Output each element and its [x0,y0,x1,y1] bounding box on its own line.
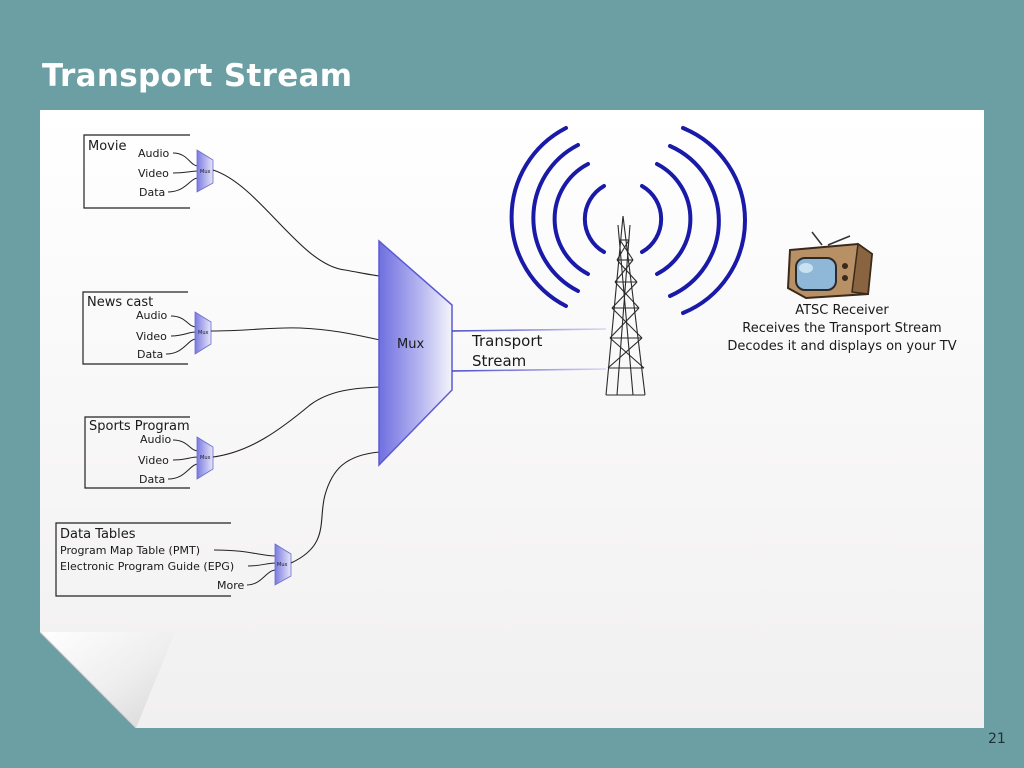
source-group-movie: Movie Audio Video Data Mux [83,134,381,277]
small-mux-label: Mux [200,169,210,175]
transport-label-line2: Stream [472,352,526,370]
stream-label-data: Data [139,473,165,486]
stream-line [167,177,199,193]
stream-line [172,456,199,461]
stream-line [170,331,197,337]
main-mux-shape [378,239,453,467]
small-mux [274,543,292,586]
small-mux [196,436,214,480]
stream-line [172,152,199,167]
source-title: Sports Program [89,419,190,434]
small-mux-label: Mux [198,330,208,336]
stream-line [246,569,277,586]
small-mux-label: Mux [200,455,210,461]
bracket [84,416,190,489]
tv-icon [786,231,874,300]
small-mux [196,149,214,193]
bracket [83,134,190,209]
source-title: Movie [88,139,126,154]
stream-label-audio: Audio [138,147,170,160]
signal-waves-icon [509,126,747,315]
transport-stream-link: Transport Stream [451,328,607,372]
main-mux-label: Mux [397,337,424,352]
stream-line [247,562,277,567]
source-group-data-tables: Data Tables Program Map Table (PMT) Elec… [55,451,381,597]
group-to-mux-line [290,451,381,564]
source-title: News cast [87,295,153,310]
stream-line [165,338,197,355]
stream-label-audio: Audio [136,309,168,322]
stream-label-audio: Audio [140,433,172,446]
group-to-mux-line [210,327,381,341]
transport-beam-upper [451,328,607,332]
page-number: 21 [988,731,1006,747]
stream-label-video: Video [136,330,167,343]
stream-label-pmt: Program Map Table (PMT) [60,544,200,557]
small-mux-label: Mux [277,562,287,568]
stream-line [172,439,199,452]
slide-title: Transport Stream [42,58,353,94]
stream-line [170,315,197,328]
bracket [55,522,231,597]
stream-line [213,549,277,557]
receiver-label-line3: Decodes it and displays on your TV [727,339,956,354]
stream-line [167,463,199,480]
small-mux [194,311,212,355]
broadcast-tower-icon [605,215,646,396]
bracket [82,291,188,365]
page-curl [40,632,175,728]
stream-label-data: Data [139,186,165,199]
stream-label-video: Video [138,454,169,467]
stream-label-epg: Electronic Program Guide (EPG) [60,560,234,573]
group-to-mux-line [212,386,381,458]
transport-beam-lower [451,368,607,372]
transport-label-line1: Transport [471,332,543,350]
stream-label-data: Data [137,348,163,361]
receiver-label-line2: Receives the Transport Stream [742,321,941,336]
stream-line [172,170,199,174]
group-to-mux-line [212,169,381,277]
source-group-sports: Sports Program Audio Video Data Mux [84,386,381,489]
stream-label-video: Video [138,167,169,180]
source-title: Data Tables [60,527,136,542]
source-group-newscast: News cast Audio Video Data Mux [82,291,381,365]
stream-label-more: More [217,579,245,592]
main-mux: Mux [378,239,453,467]
receiver-label-title: ATSC Receiver [795,303,889,318]
